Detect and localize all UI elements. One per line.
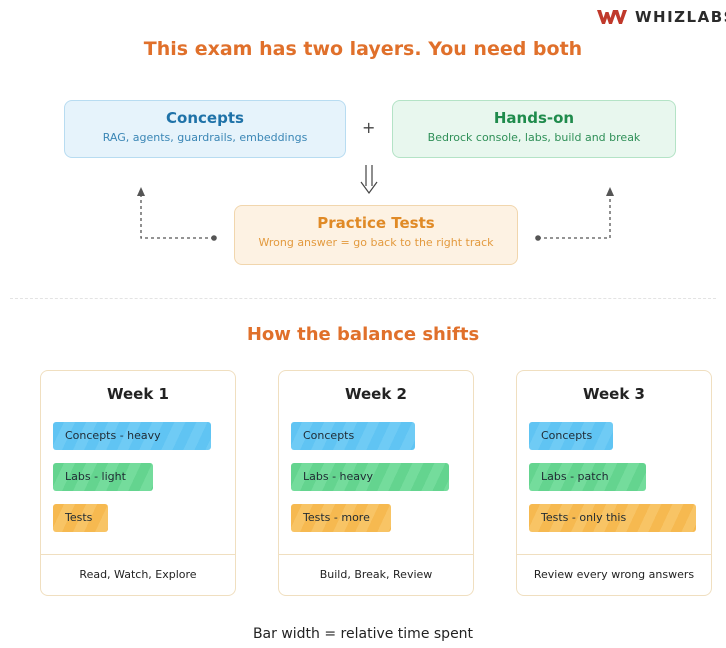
plus-operator: + — [362, 118, 376, 137]
whizlabs-logo-icon — [597, 10, 627, 24]
practice-tests-box: Practice Tests Wrong answer = go back to… — [234, 205, 518, 265]
concepts-bar: Concepts — [529, 422, 613, 450]
brand-logo: WHIZLABS — [596, 8, 726, 26]
tests-bar: Tests - only this — [529, 504, 696, 532]
week-title: Week 1 — [107, 385, 169, 403]
week-footer: Review every wrong answers — [517, 554, 711, 595]
practice-tests-subtitle: Wrong answer = go back to the right trac… — [258, 236, 494, 249]
brand-name: WHIZLABS — [635, 8, 726, 26]
week-footer: Build, Break, Review — [279, 554, 473, 595]
caption: Bar width = relative time spent — [252, 626, 474, 642]
concepts-bar: Concepts - heavy — [53, 422, 211, 450]
week-title: Week 3 — [583, 385, 645, 403]
week-card: Week 3 Concepts Labs - patch Tests - onl… — [516, 370, 712, 596]
handson-title: Hands-on — [493, 109, 575, 127]
connector-arrows — [137, 165, 614, 241]
labs-bar: Labs - patch — [529, 463, 646, 491]
week-card: Week 1 Concepts - heavy Labs - light Tes… — [40, 370, 236, 596]
left-loop-arrow-icon — [137, 187, 217, 241]
concepts-subtitle: RAG, agents, guardrails, embeddings — [102, 131, 308, 144]
practice-tests-title: Practice Tests — [317, 214, 435, 232]
right-loop-arrow-icon — [535, 187, 614, 241]
concepts-title: Concepts — [166, 109, 244, 127]
down-double-arrow-icon — [360, 165, 378, 195]
section-title: How the balance shifts — [246, 324, 480, 345]
handson-subtitle: Bedrock console, labs, build and break — [427, 131, 641, 144]
labs-bar: Labs - light — [53, 463, 153, 491]
tests-bar: Tests - more — [291, 504, 391, 532]
week-footer: Read, Watch, Explore — [41, 554, 235, 595]
page-title: This exam has two layers. You need both — [143, 38, 583, 60]
labs-bar: Labs - heavy — [291, 463, 449, 491]
section-divider — [10, 298, 716, 299]
week-card: Week 2 Concepts Labs - heavy Tests - mor… — [278, 370, 474, 596]
concepts-box: Concepts RAG, agents, guardrails, embedd… — [64, 100, 346, 158]
tests-bar: Tests — [53, 504, 108, 532]
concepts-bar: Concepts — [291, 422, 415, 450]
week-title: Week 2 — [345, 385, 407, 403]
handson-box: Hands-on Bedrock console, labs, build an… — [392, 100, 676, 158]
